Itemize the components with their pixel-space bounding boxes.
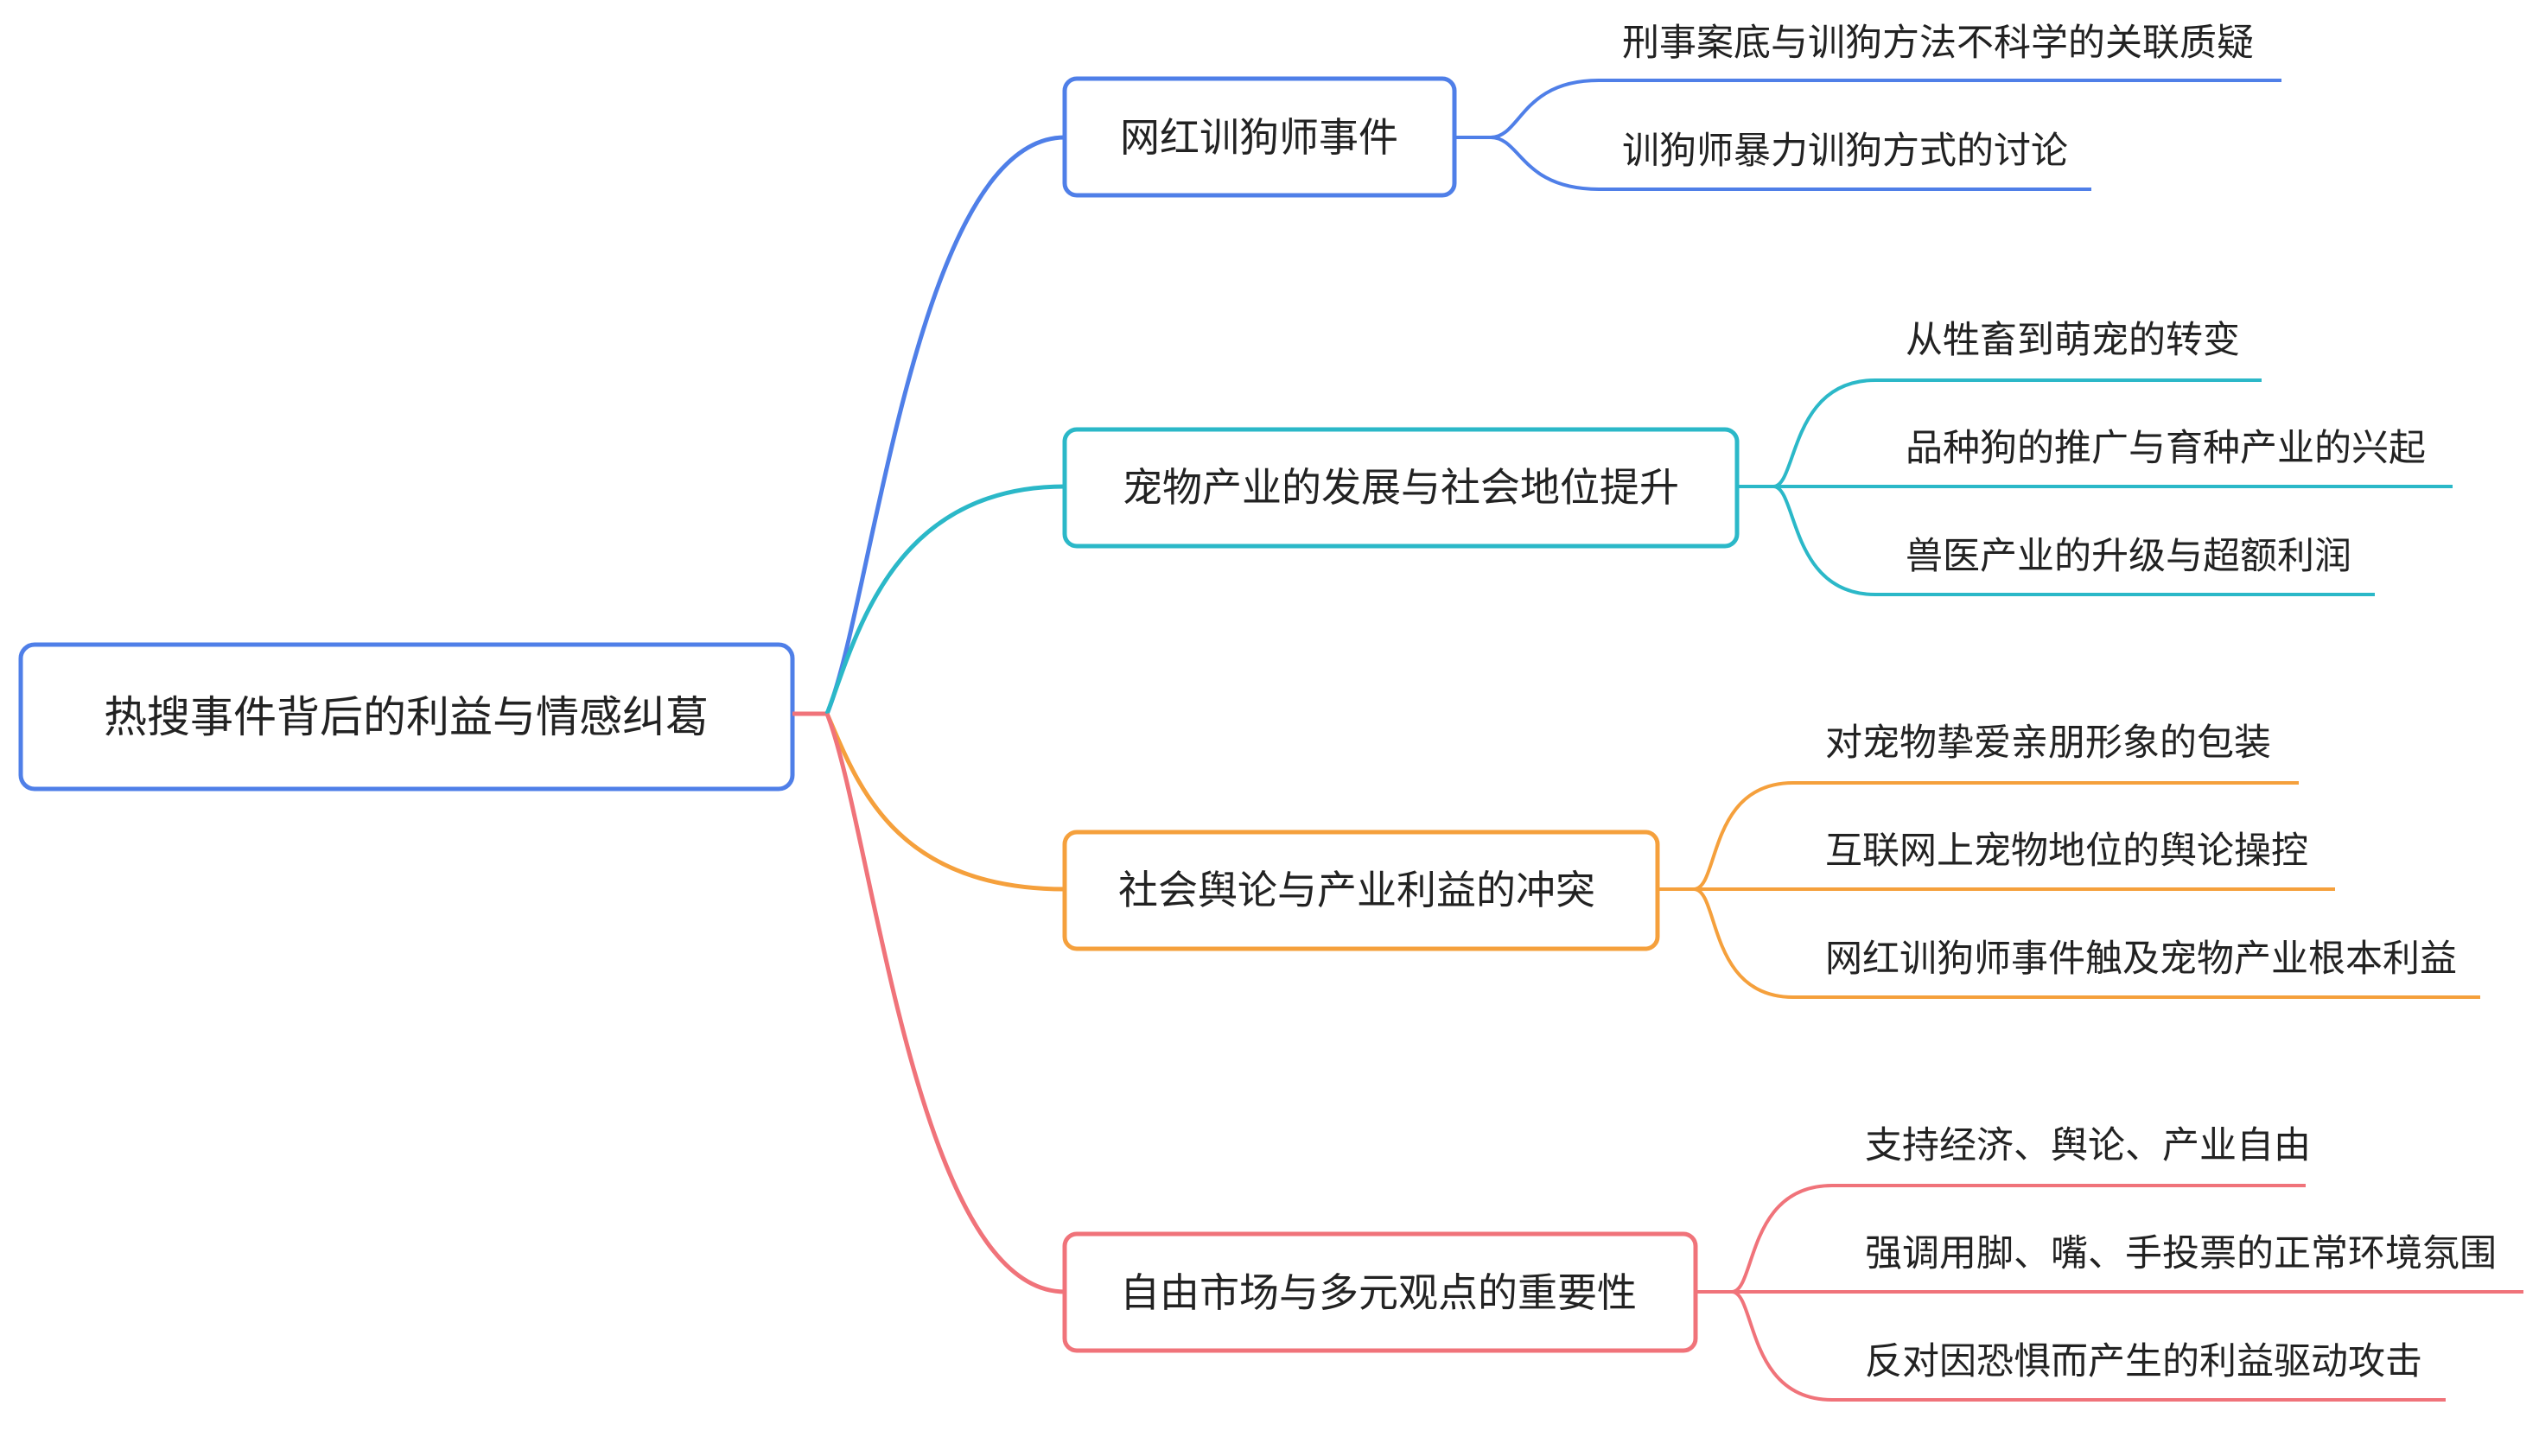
edge-root-branch-1 — [824, 135, 1066, 715]
branch-label-3: 社会舆论与产业利益的冲突 — [1118, 867, 1595, 913]
leaf-3-1[interactable]: 对宠物挚爱亲朋形象的包装 — [1825, 722, 2271, 765]
edge-branch-2-leaf-1 — [1737, 378, 2262, 488]
leaf-3-3[interactable]: 网红训狗师事件触及宠物产业根本利益 — [1825, 938, 2457, 981]
branch-label-4: 自由市场与多元观点的重要性 — [1120, 1269, 1637, 1316]
leaf-4-1[interactable]: 支持经济、舆论、产业自由 — [1865, 1124, 2311, 1167]
leaf-2-2[interactable]: 品种狗的推广与育种产业的兴起 — [1906, 427, 2426, 470]
edge-branch-3-leaf-1 — [1658, 781, 2299, 891]
branch-node-1[interactable]: 网红训狗师事件 — [1062, 76, 1457, 198]
edge-root-branch-3 — [824, 712, 1066, 892]
branch-label-1: 网红训狗师事件 — [1120, 114, 1398, 161]
edge-root-branch-4 — [824, 713, 1066, 1294]
edge-branch-4-leaf-3 — [1731, 1290, 2446, 1402]
leaf-4-3[interactable]: 反对因恐惧而产生的利益驱动攻击 — [1865, 1340, 2422, 1383]
edge-branch-4-leaf-1 — [1696, 1184, 2306, 1294]
root-label: 热搜事件背后的利益与情感纠葛 — [104, 692, 709, 742]
root-node[interactable]: 热搜事件背后的利益与情感纠葛 — [18, 642, 795, 792]
edge-root-branch-2 — [824, 484, 1066, 715]
leaf-1-2[interactable]: 训狗师暴力训狗方式的讨论 — [1622, 130, 2068, 173]
leaf-1-1[interactable]: 刑事案底与训狗方法不科学的关联质疑 — [1622, 22, 2254, 65]
branch-node-2[interactable]: 宠物产业的发展与社会地位提升 — [1062, 427, 1740, 549]
branch-node-3[interactable]: 社会舆论与产业利益的冲突 — [1062, 830, 1660, 951]
leaf-3-2[interactable]: 互联网上宠物地位的舆论操控 — [1825, 830, 2308, 873]
leaf-4-2[interactable]: 强调用脚、嘴、手投票的正常环境氛围 — [1865, 1232, 2497, 1275]
leaf-2-3[interactable]: 兽医产业的升级与超额利润 — [1906, 535, 2351, 578]
edge-branch-2-leaf-3 — [1772, 485, 2375, 596]
branch-node-4[interactable]: 自由市场与多元观点的重要性 — [1062, 1231, 1698, 1353]
leaf-2-1[interactable]: 从牲畜到萌宠的转变 — [1906, 319, 2240, 362]
branch-label-2: 宠物产业的发展与社会地位提升 — [1123, 464, 1679, 511]
edge-branch-1-leaf-2 — [1490, 136, 2091, 191]
edge-branch-3-leaf-3 — [1693, 887, 2480, 999]
